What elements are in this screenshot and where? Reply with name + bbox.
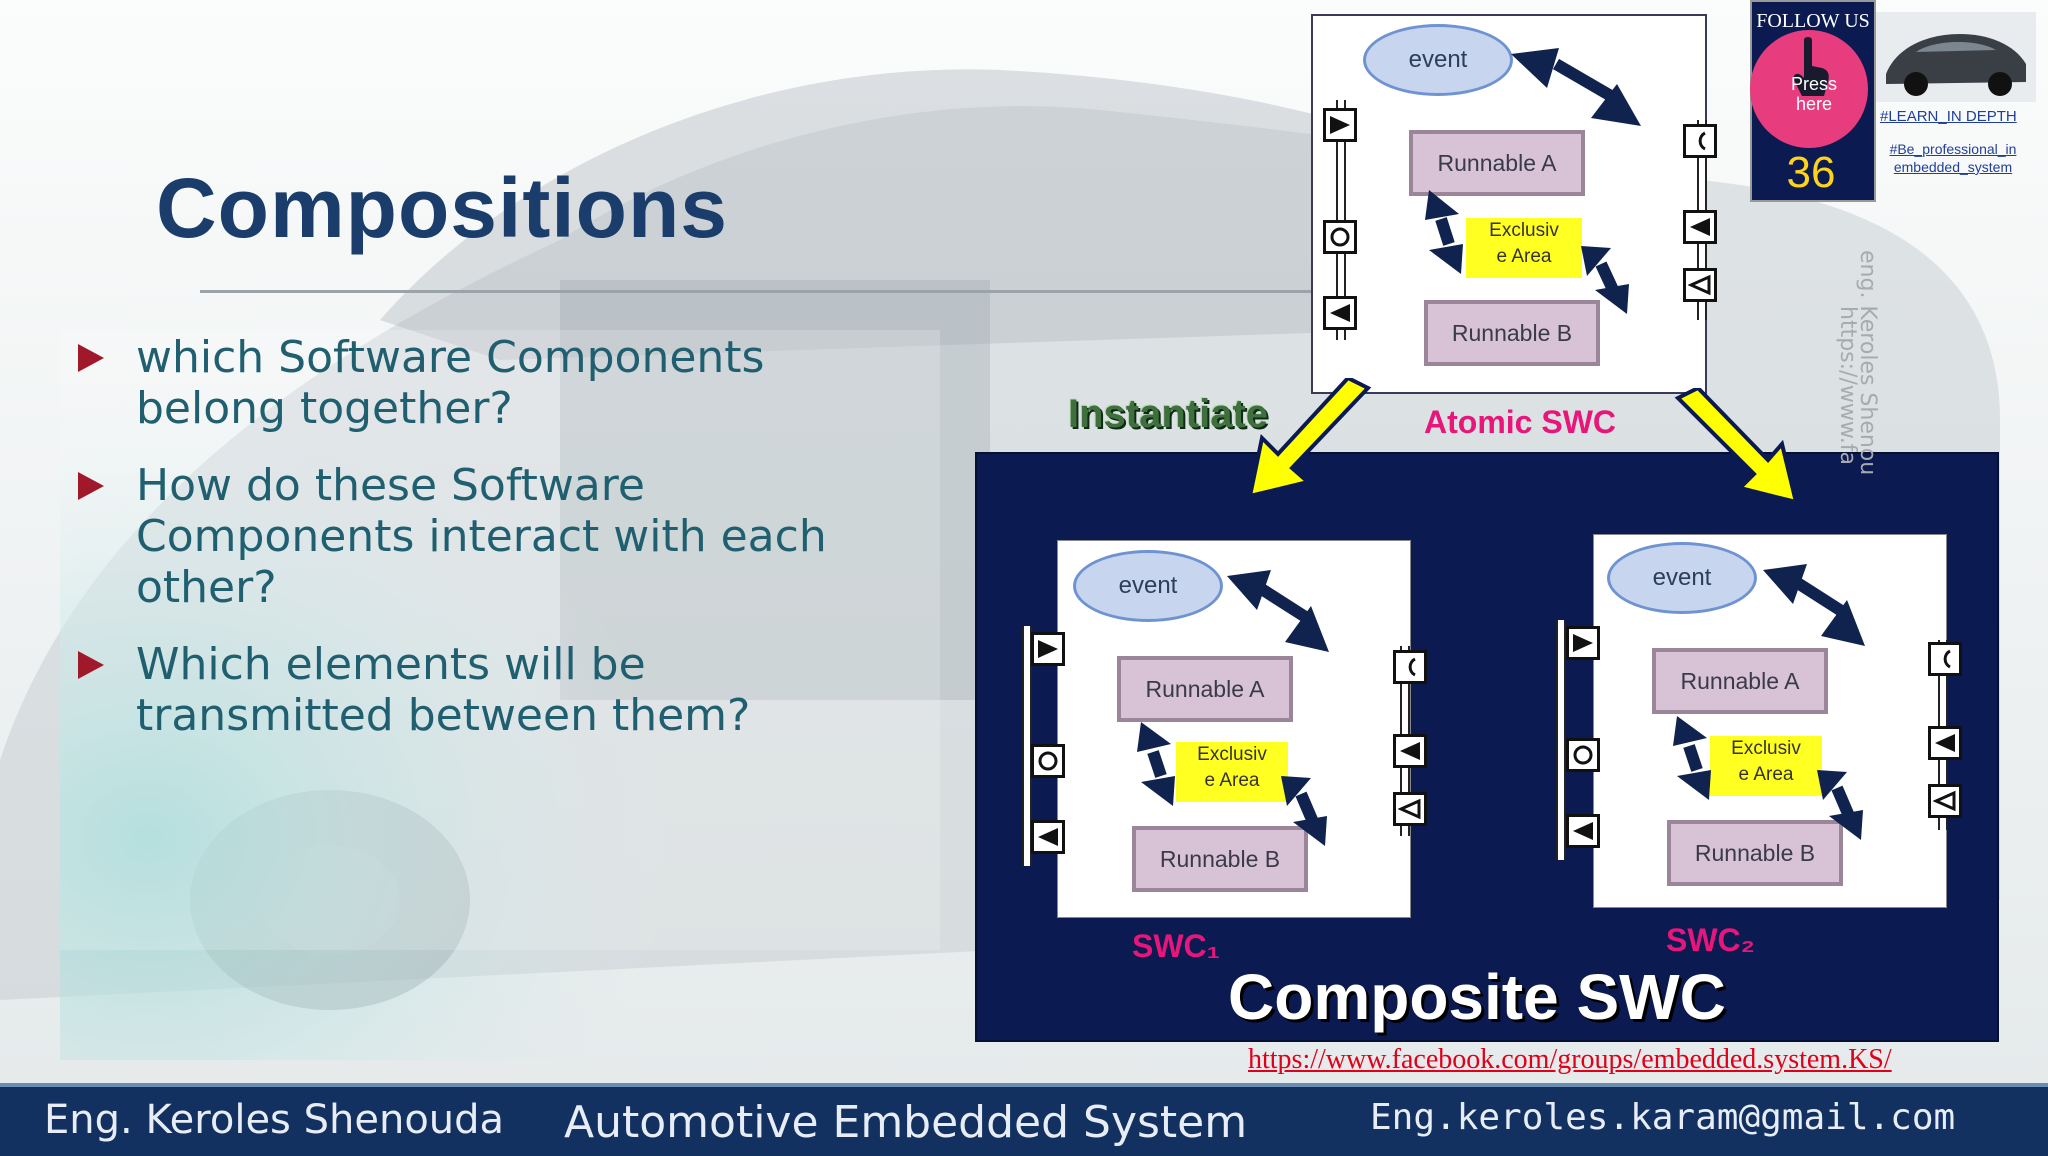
bullet-item: How do these Software Components interac…: [78, 460, 898, 613]
sender-port-icon: [1566, 626, 1600, 660]
bullet-item: which Software Components belong togethe…: [78, 332, 898, 434]
exclusive-area-label: Exclusiv: [1489, 220, 1559, 241]
runnable-a: Runnable A: [1117, 656, 1293, 722]
slide-title: Compositions: [156, 161, 728, 255]
exclusive-area-label: Exclusiv: [1197, 744, 1267, 765]
footer-bar: Eng. Keroles Shenouda Automotive Embedde…: [0, 1083, 2048, 1156]
exclusive-area-label: e Area: [1738, 764, 1794, 785]
exclusive-area-note: Exclusiv e Area: [1710, 736, 1822, 796]
client-port-icon: [1928, 642, 1962, 676]
runnable-b: Runnable B: [1132, 826, 1308, 892]
tag-be-professional[interactable]: #Be_professional_in embedded_system: [1889, 141, 2017, 175]
runnable-b: Runnable B: [1667, 820, 1843, 886]
instantiate-arrow-left-icon: [1247, 378, 1372, 499]
connection-arrows: [1137, 570, 1329, 846]
sender-port-icon: [1323, 108, 1357, 142]
bullet-item: Which elements will be transmitted betwe…: [78, 639, 898, 741]
instantiate-label: Instantiate: [1068, 392, 1269, 436]
receiver-port-icon: [1928, 726, 1962, 760]
runnable-b: Runnable B: [1424, 300, 1600, 366]
receiver-port-icon: [1393, 734, 1427, 768]
receiver-port-outline-icon: [1928, 784, 1962, 818]
bullet-text: which Software Components belong togethe…: [136, 332, 765, 434]
tag-learn-in-depth[interactable]: #LEARN_IN DEPTH: [1880, 108, 2017, 125]
footer-author: Eng. Keroles Shenouda: [44, 1097, 505, 1143]
exclusive-area-label: e Area: [1496, 246, 1552, 267]
slide-number: 36: [1786, 148, 1836, 197]
receiver-port-icon: [1566, 814, 1600, 848]
server-port-icon: [1031, 744, 1065, 778]
car-thumbnail-image: [1876, 12, 2036, 102]
bullet-marker-icon: [78, 344, 104, 372]
sender-port-icon: [1031, 632, 1065, 666]
bullet-marker-icon: [78, 651, 104, 679]
swc2-label: SWC₂: [1666, 922, 1755, 958]
footer-course: Automotive Embedded System: [564, 1097, 1248, 1148]
facebook-group-link[interactable]: https://www.facebook.com/groups/embedded…: [1248, 1044, 1892, 1075]
composite-swc-label: Composite SWC: [1228, 961, 1726, 1033]
exclusive-area-note: Exclusiv e Area: [1176, 742, 1288, 802]
swc1-label: SWC₁: [1132, 928, 1220, 964]
title-divider: [200, 290, 1630, 293]
connection-arrows: [1673, 564, 1865, 840]
event-ellipse: event: [1073, 550, 1223, 622]
follow-us-header: FOLLOW US: [1756, 10, 1870, 32]
runnable-a: Runnable A: [1652, 648, 1828, 714]
bullet-text: How do these Software Components interac…: [136, 460, 827, 613]
client-port-icon: [1393, 650, 1427, 684]
exclusive-area-note: Exclusiv e Area: [1466, 218, 1582, 278]
bullet-marker-icon: [78, 472, 104, 500]
receiver-port-icon: [1323, 296, 1357, 330]
bullet-list: which Software Components belong togethe…: [78, 332, 898, 767]
port-rail-left: [1556, 620, 1566, 860]
server-port-icon: [1323, 220, 1357, 254]
watermark-url: https://www.fa: [1835, 306, 1860, 466]
receiver-port-icon: [1683, 210, 1717, 244]
atomic-swc-label: Atomic SWC: [1424, 404, 1616, 440]
receiver-port-outline-icon: [1683, 268, 1717, 302]
event-ellipse: event: [1363, 24, 1513, 96]
press-here-label: Press here: [1790, 74, 1837, 114]
instantiate-arrow-right-icon: [1674, 388, 1799, 505]
client-port-icon: [1683, 124, 1717, 158]
exclusive-area-label: e Area: [1204, 770, 1260, 791]
runnable-a: Runnable A: [1409, 130, 1585, 196]
receiver-port-icon: [1031, 820, 1065, 854]
pointing-hand-icon: [1793, 37, 1829, 96]
bullet-text: Which elements will be transmitted betwe…: [136, 639, 751, 741]
receiver-port-outline-icon: [1393, 792, 1427, 826]
connection-arrows: [1425, 48, 1641, 314]
footer-email: Eng.keroles.karam@gmail.com: [1370, 1097, 1956, 1138]
server-port-icon: [1566, 738, 1600, 772]
exclusive-area-label: Exclusiv: [1731, 738, 1801, 759]
event-ellipse: event: [1607, 542, 1757, 614]
